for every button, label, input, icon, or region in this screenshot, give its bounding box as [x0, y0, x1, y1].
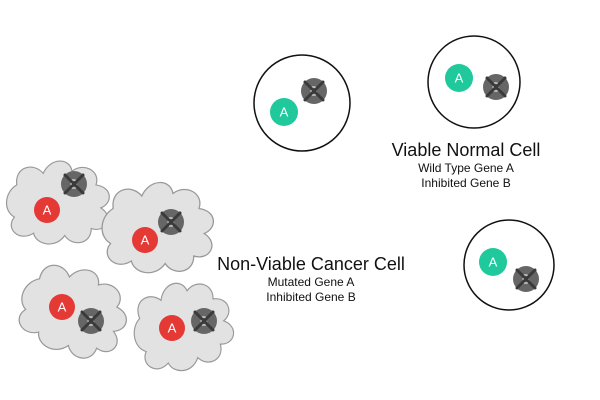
- gene-a-label: A: [489, 255, 498, 270]
- inhibition-cross-stroke: [485, 76, 507, 98]
- gene-a-label: A: [455, 71, 464, 86]
- normal-cell-membrane: [463, 219, 555, 311]
- cancer-cell-gene-a-status: Mutated Gene A: [267, 275, 355, 289]
- normal-cell-caption: Viable Normal Cell Wild Type Gene A Inhi…: [388, 139, 544, 191]
- inhibition-cross-stroke: [515, 268, 537, 290]
- normal-cell-membrane: [427, 35, 521, 129]
- cancer-cell: A B: [123, 270, 242, 382]
- gene-b-inhibited-icon: B: [483, 74, 509, 100]
- cancer-cell-caption: Non-Viable Cancer Cell Mutated Gene A In…: [203, 253, 419, 305]
- normal-cell-title: Viable Normal Cell: [391, 140, 541, 160]
- gene-b-inhibited-icon: B: [513, 266, 539, 292]
- inhibition-cross-stroke: [160, 211, 182, 233]
- gene-a-wildtype-icon: A: [479, 248, 507, 276]
- gene-a-label: A: [168, 321, 177, 336]
- normal-cell: A B: [463, 219, 555, 311]
- normal-cell: A B: [427, 35, 521, 129]
- gene-a-label: A: [43, 203, 52, 218]
- gene-a-wildtype-icon: A: [270, 98, 298, 126]
- gene-b-inhibited-icon: B: [78, 308, 104, 334]
- normal-cell-membrane: [253, 54, 351, 152]
- gene-b-inhibited-icon: B: [301, 78, 327, 104]
- gene-a-mutated-icon: A: [49, 294, 75, 320]
- gene-b-inhibited-icon: B: [61, 171, 87, 197]
- cancer-cell-membrane: [5, 160, 110, 245]
- gene-a-mutated-icon: A: [159, 315, 185, 341]
- cancer-cell-gene-b-status: Inhibited Gene B: [266, 290, 356, 304]
- gene-a-label: A: [58, 300, 67, 315]
- inhibition-cross-stroke: [193, 310, 215, 332]
- normal-cell-gene-b-status: Inhibited Gene B: [421, 176, 511, 190]
- cancer-cell-title: Non-Viable Cancer Cell: [217, 254, 405, 274]
- cancer-cell: A B: [5, 160, 110, 245]
- gene-a-wildtype-icon: A: [445, 64, 473, 92]
- gene-b-inhibited-icon: B: [191, 308, 217, 334]
- normal-cell: A B: [253, 54, 351, 152]
- cancer-cell: A B: [101, 181, 215, 274]
- cancer-cell: A B: [7, 251, 140, 371]
- inhibition-cross-stroke: [303, 80, 325, 102]
- cancer-cell-membrane: [101, 181, 215, 274]
- normal-cell-gene-a-status: Wild Type Gene A: [418, 161, 514, 175]
- gene-a-mutated-icon: A: [34, 197, 60, 223]
- inhibition-cross-stroke: [80, 310, 102, 332]
- gene-a-label: A: [141, 233, 150, 248]
- gene-a-mutated-icon: A: [132, 227, 158, 253]
- gene-a-label: A: [280, 105, 289, 120]
- inhibition-cross-stroke: [63, 173, 85, 195]
- gene-b-inhibited-icon: B: [158, 209, 184, 235]
